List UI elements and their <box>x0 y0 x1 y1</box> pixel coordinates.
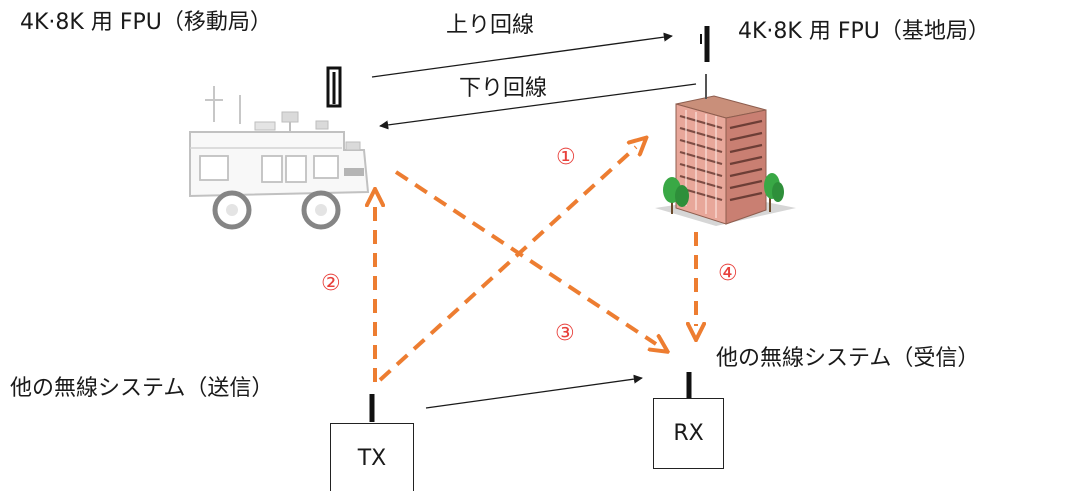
rx-box: RX <box>653 398 724 469</box>
base-antenna-icon <box>700 26 710 62</box>
downlink-label: 下り回線 <box>459 76 548 101</box>
tree-icon <box>764 173 784 212</box>
tree-icon <box>663 177 689 214</box>
path-number-1: ① <box>556 145 576 170</box>
broadcast-van-icon <box>189 86 370 230</box>
mobile-station-label: 4K·8K 用 FPU（移動局） <box>20 10 272 35</box>
tx-box-label: TX <box>357 445 387 471</box>
base-station-label: 4K·8K 用 FPU（基地局） <box>738 19 990 44</box>
path-number-3: ③ <box>555 321 575 346</box>
office-building-icon <box>655 74 796 226</box>
rx-box-label: RX <box>673 421 704 446</box>
tx-box: TX <box>330 423 414 491</box>
uplink-arrow <box>371 32 673 78</box>
mobile-antenna-icon <box>326 66 342 108</box>
tx-rx-arrow <box>425 374 643 409</box>
path-number-2: ② <box>321 271 341 296</box>
uplink-label: 上り回線 <box>446 13 535 38</box>
path-number-4: ④ <box>718 261 738 286</box>
interference-path-1 <box>378 147 636 382</box>
interference-path-3 <box>394 170 656 344</box>
other-rx-label: 他の無線システム（受信） <box>716 346 980 371</box>
downlink-arrow <box>379 83 697 130</box>
other-tx-label: 他の無線システム（送信） <box>10 376 274 401</box>
